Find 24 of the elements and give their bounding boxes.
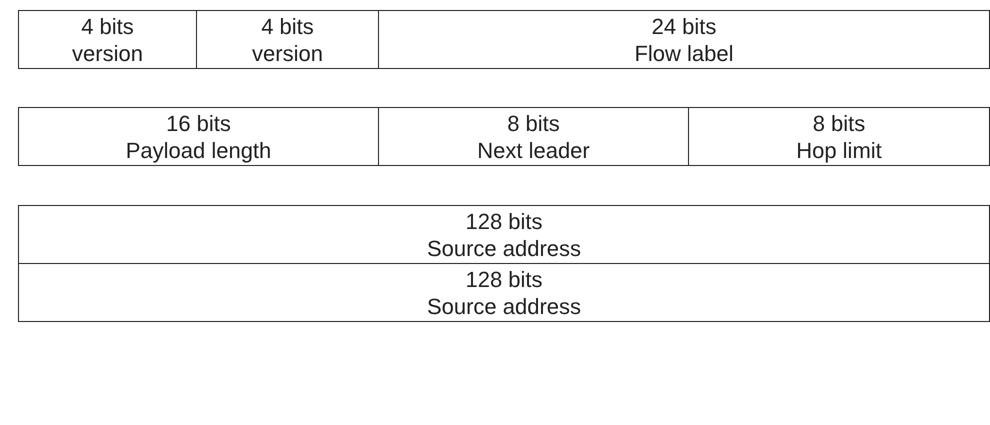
bit-width-label: 16 bits: [166, 110, 231, 136]
header-field-cell: [18, 205, 990, 264]
field-name: Source address: [426, 234, 582, 262]
field-name: Hop limit: [796, 136, 882, 164]
bit-width-label: 24 bits: [652, 12, 716, 40]
field-name: Next leader: [477, 136, 590, 164]
field-name: Source address: [426, 292, 582, 320]
field-name: version: [72, 40, 143, 66]
field-name: Payload length: [126, 136, 272, 164]
header-field-cell: [688, 107, 990, 166]
bit-width-label: 8 bits: [507, 110, 560, 136]
header-field-cell: [378, 107, 689, 166]
bit-width-label: 4 bits: [81, 12, 134, 40]
field-name: version: [252, 40, 323, 66]
header-field-cell: [378, 10, 990, 69]
bit-width-label: 128 bits: [465, 208, 543, 234]
header-field-cell: [18, 10, 197, 69]
field-name: Flow label: [634, 40, 734, 66]
bit-width-label: 8 bits: [812, 110, 866, 136]
header-field-cell: [18, 107, 379, 166]
header-field-cell: [18, 263, 990, 322]
header-field-cell: [196, 10, 379, 69]
bit-width-label: 128 bits: [465, 266, 543, 292]
bit-width-label: 4 bits: [261, 12, 314, 40]
